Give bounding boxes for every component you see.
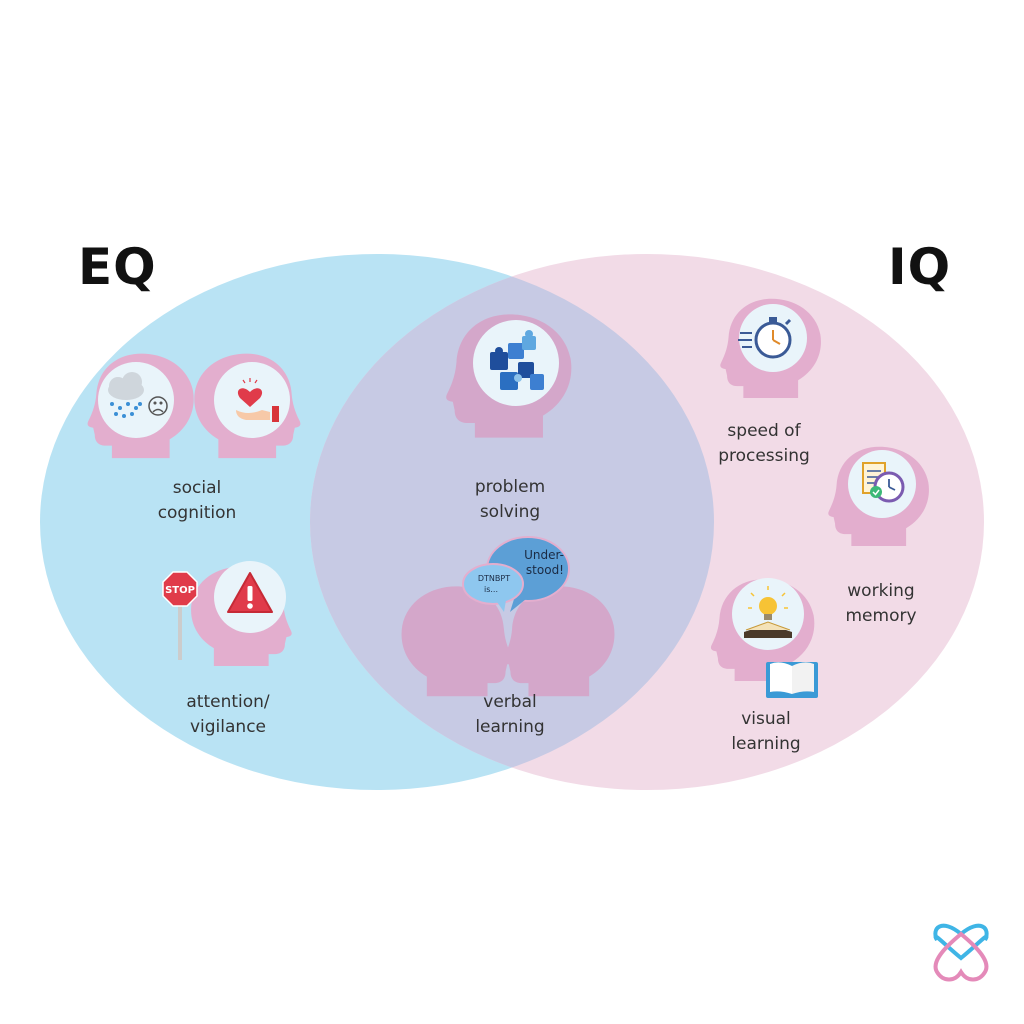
label-line: visual <box>741 709 791 729</box>
bubble-right-line2: stood! <box>525 563 564 577</box>
label-line: verbal <box>483 692 537 712</box>
working-memory-head <box>828 446 929 546</box>
speech-bubble-left <box>462 563 524 612</box>
rain-cloud-icon <box>108 372 144 418</box>
frown-face-icon <box>148 396 168 416</box>
label-line: memory <box>845 606 917 626</box>
open-book-icon <box>766 662 818 698</box>
label-line: speed of <box>727 421 801 441</box>
brand-logo <box>933 923 989 982</box>
heart-in-hand-icon <box>236 378 279 422</box>
label-line: working <box>847 581 915 601</box>
label-speed-of-processing: speed of processing <box>679 419 849 469</box>
label-line: social <box>172 478 222 498</box>
label-line: solving <box>479 502 541 522</box>
label-line: cognition <box>157 503 237 523</box>
lightbulb-book-icon <box>744 586 792 638</box>
label-line: learning <box>731 734 801 754</box>
bubble-left-line2: is... <box>484 585 499 594</box>
label-line: problem <box>474 477 546 497</box>
attention-heads: STOP <box>162 561 292 666</box>
bubble-right-line1: Under- <box>524 548 564 562</box>
bubble-right-text: Under- stood! <box>502 548 564 578</box>
speed-head <box>720 298 821 398</box>
social-cognition-heads <box>87 353 301 459</box>
iq-title: IQ <box>888 238 952 296</box>
label-attention: attention/ vigilance <box>143 690 313 740</box>
label-line: attention/ <box>186 692 270 712</box>
stopwatch-icon <box>738 317 792 359</box>
problem-solving-head <box>446 314 572 438</box>
stop-sign-icon: STOP <box>162 571 198 660</box>
bubble-left-text: DTNBPT is... <box>470 573 518 595</box>
label-line: vigilance <box>189 717 267 737</box>
label-social-cognition: social cognition <box>112 476 282 526</box>
label-problem-solving: problem solving <box>425 475 595 525</box>
bubble-left-line1: DTNBPT <box>477 574 511 583</box>
warning-triangle-icon <box>227 572 273 613</box>
label-visual-learning: visual learning <box>681 707 851 757</box>
verbal-learning-heads <box>401 536 615 697</box>
visual-learning-head <box>710 578 818 698</box>
svg-text:STOP: STOP <box>165 585 195 596</box>
clock-document-icon <box>862 462 905 503</box>
puzzle-pieces-icon <box>490 330 544 390</box>
label-verbal-learning: verbal learning <box>425 690 595 740</box>
eq-title: EQ <box>78 238 157 296</box>
label-line: processing <box>718 446 810 466</box>
label-working-memory: working memory <box>796 579 966 629</box>
label-line: learning <box>475 717 545 737</box>
